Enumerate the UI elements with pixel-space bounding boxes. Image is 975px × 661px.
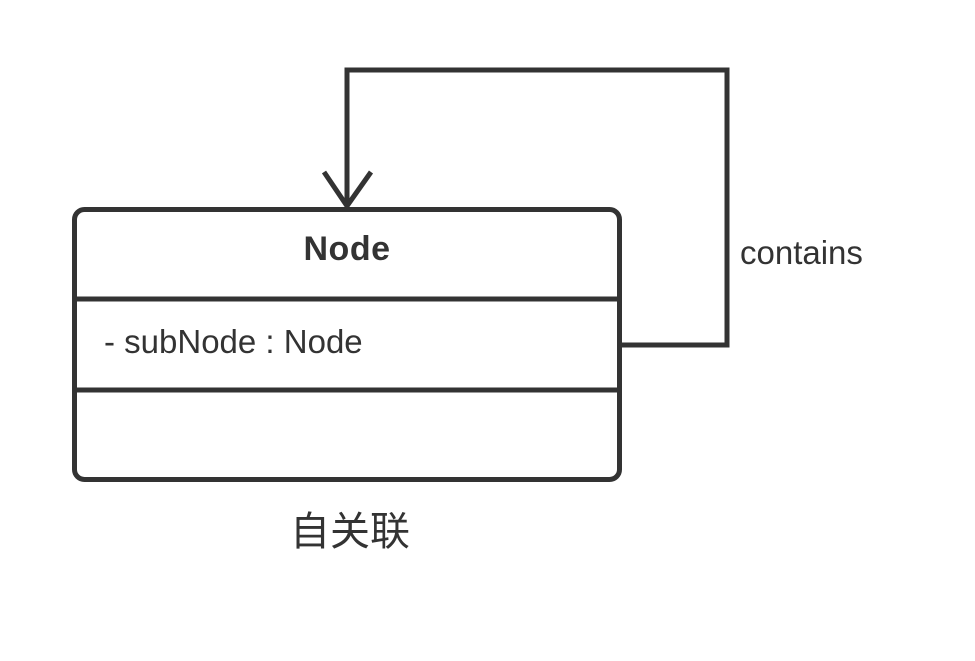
- class-box-outline[interactable]: [72, 207, 622, 482]
- diagram-caption: 自关联: [290, 509, 410, 555]
- self-association-line[interactable]: [344, 67, 730, 348]
- class-attribute-subnode: - subNode : Node: [104, 323, 363, 360]
- association-arrowhead-icon: [321, 170, 374, 211]
- class-name: Node: [303, 230, 391, 268]
- association-label-contains: contains: [740, 234, 863, 271]
